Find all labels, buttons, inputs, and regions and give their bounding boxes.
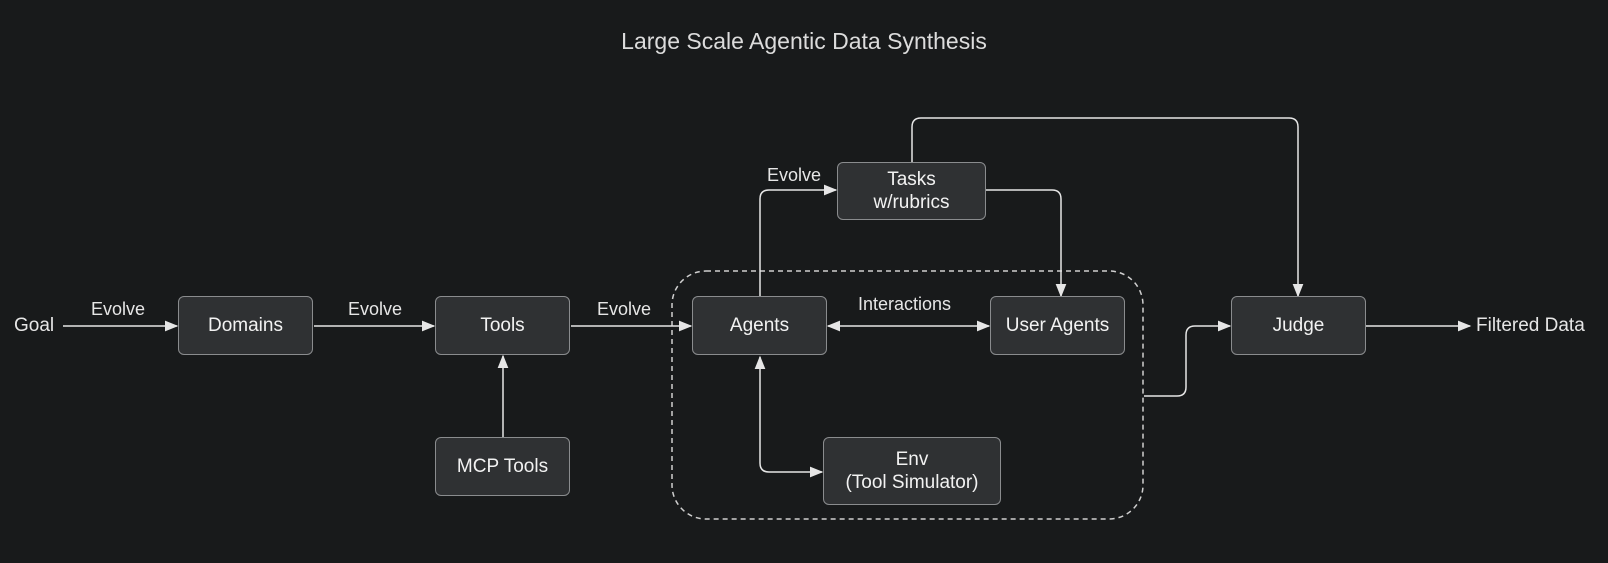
user-agents-node: User Agents: [990, 296, 1125, 355]
edge-label-tools-agents: Evolve: [597, 299, 652, 319]
edge-label-domains-tools: Evolve: [348, 299, 403, 319]
domains-node: Domains: [178, 296, 313, 355]
edge-label-interactions: Interactions: [858, 294, 952, 314]
env-node: Env (Tool Simulator): [823, 437, 1001, 505]
diagram-title: Large Scale Agentic Data Synthesis: [621, 28, 987, 54]
tasks-node: Tasks w/rubrics: [837, 162, 986, 220]
judge-node: Judge: [1231, 296, 1366, 355]
edge-group-judge: [1144, 320, 1232, 397]
agent-group-boundary: [671, 270, 1144, 520]
edge-tasks-judge: [911, 117, 1304, 298]
agents-node: Agents: [692, 296, 827, 355]
goal-label: Goal: [14, 315, 55, 336]
edge-label-goal-domains: Evolve: [91, 299, 146, 319]
edge-label-agents-tasks: Evolve: [767, 165, 822, 185]
mcp-tools-node: MCP Tools: [435, 437, 570, 496]
edge-agents-tasks: [759, 184, 838, 296]
filtered-data-label: Filtered Data: [1476, 315, 1585, 336]
edge-agents-env: [754, 355, 824, 478]
tools-node: Tools: [435, 296, 570, 355]
edge-tasks-useragents: [986, 189, 1067, 298]
